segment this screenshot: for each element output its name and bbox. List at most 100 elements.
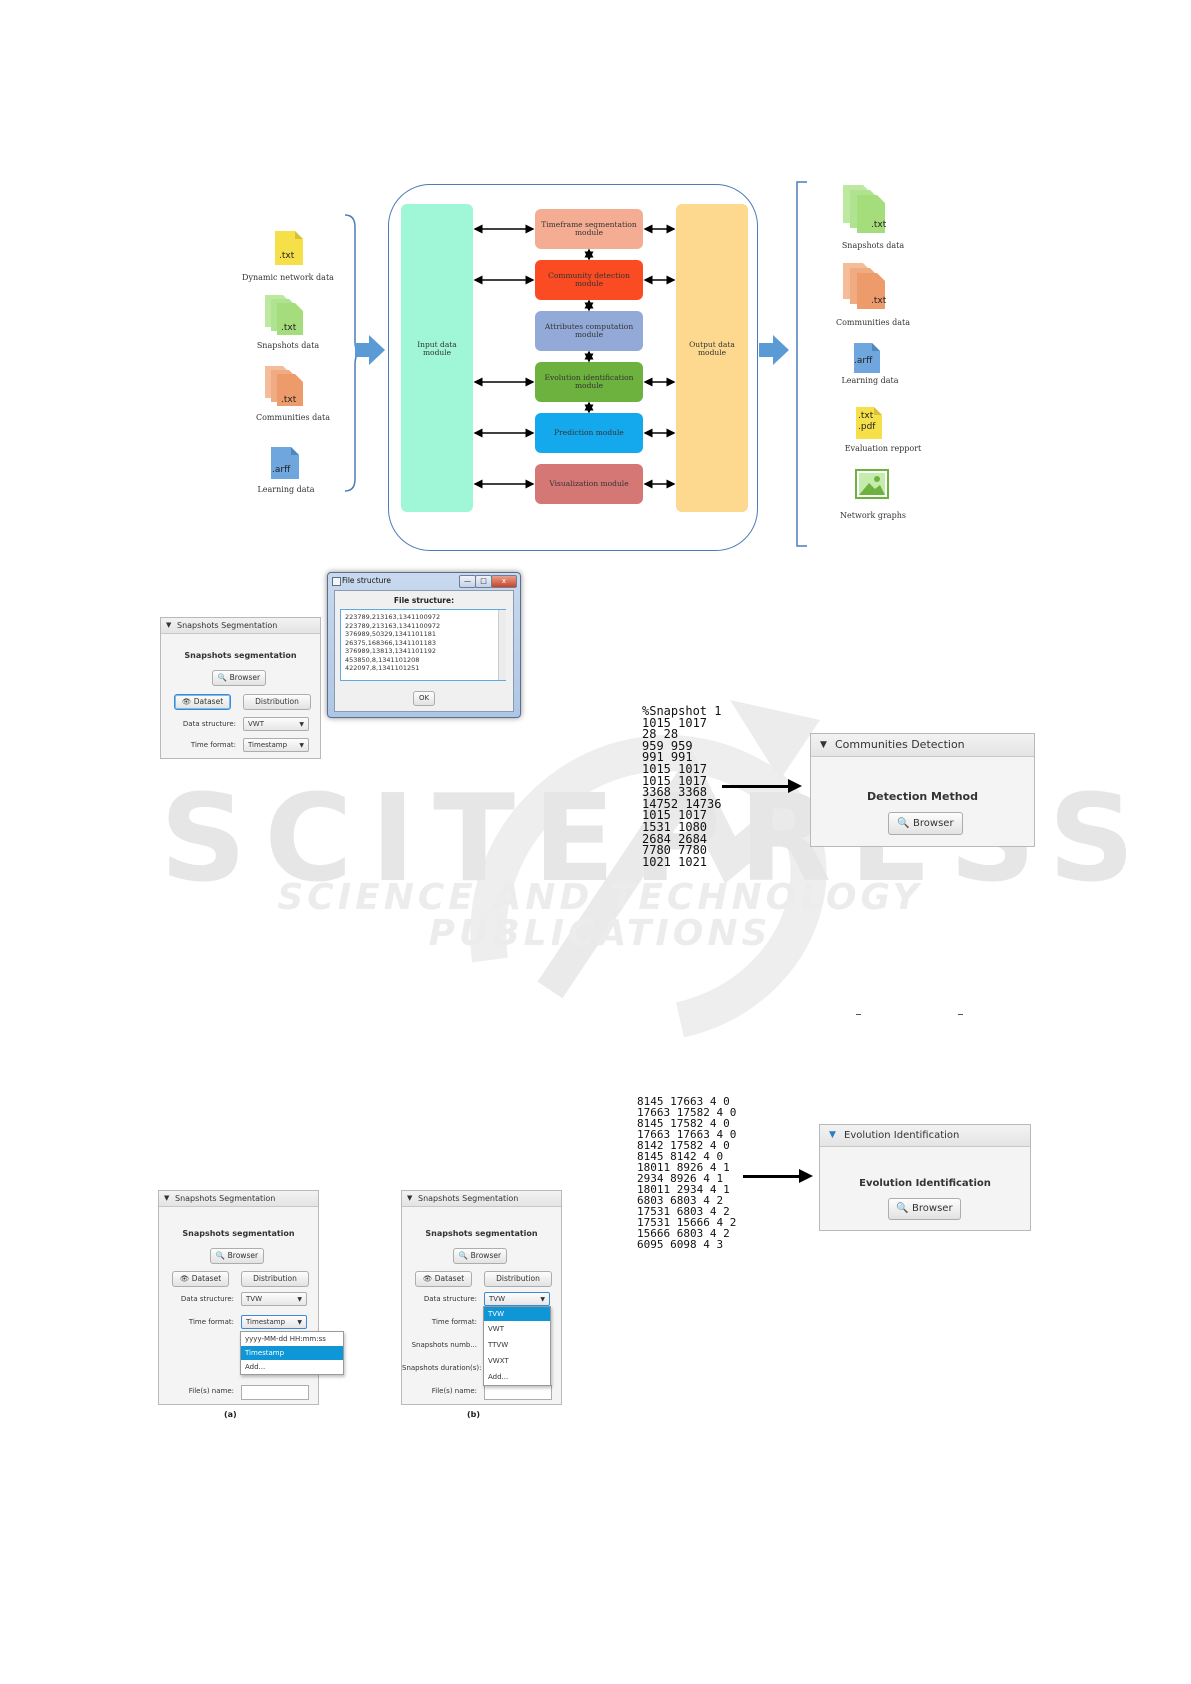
image-file-icon — [855, 469, 889, 499]
file-structure-dialog: File structure — □ x File structure: 223… — [327, 572, 521, 718]
arff-file-icon — [854, 343, 880, 373]
panel-title: Snapshots segmentation — [182, 1229, 295, 1238]
ok-button[interactable]: OK — [413, 691, 435, 706]
dataset-button[interactable]: 👁 Dataset — [172, 1271, 229, 1287]
magnifier-icon: 🔍 — [897, 818, 910, 829]
visualization-module: Visualization module — [535, 464, 643, 504]
collapse-triangle-icon[interactable]: ▼ — [166, 621, 172, 629]
dataset-button[interactable]: 👁 Dataset — [415, 1271, 472, 1287]
dropdown-option[interactable]: TVW — [484, 1307, 550, 1321]
data-structure-select[interactable]: VWT▼ — [243, 717, 309, 731]
collapse-triangle-icon[interactable]: ▼ — [829, 1130, 836, 1140]
data-structure-select[interactable]: TVW▼ — [484, 1292, 550, 1306]
collapse-triangle-icon[interactable]: ▼ — [164, 1194, 170, 1202]
time-format-select[interactable]: Timestamp▼ — [243, 738, 309, 752]
output-label-3: Evaluation repport — [844, 444, 922, 453]
panel-header[interactable]: ▼ Communities Detection — [811, 734, 1034, 757]
architecture-figure: Input data module Output data module Tim… — [242, 181, 938, 557]
distribution-button[interactable]: Distribution — [241, 1271, 309, 1287]
dataset-button[interactable]: 👁 Dataset — [174, 694, 231, 710]
dropdown-option[interactable]: Timestamp — [241, 1346, 343, 1360]
evolution-panel: ▼ Evolution Identification Evolution Ide… — [819, 1124, 1031, 1231]
maximize-button[interactable]: □ — [475, 575, 492, 588]
txt-file-stack-icon — [265, 295, 303, 335]
watermark-logo — [470, 700, 827, 1038]
browse-button[interactable]: 🔍 Browser — [212, 670, 266, 686]
dropdown-option[interactable]: VWT — [488, 1325, 504, 1333]
dialog-title: File structure — [342, 576, 391, 585]
distribution-button[interactable]: Distribution — [243, 694, 311, 710]
files-name-input[interactable] — [484, 1385, 552, 1400]
snapshot-line: 3368 3368 — [642, 785, 708, 800]
file-line: 26375,168366,1341101183 — [345, 638, 436, 647]
file-structure-textarea[interactable]: 223789,213163,1341100972 223789,213163,1… — [340, 609, 506, 681]
collapse-triangle-icon[interactable]: ▼ — [820, 740, 827, 750]
file-line: 223789,213163,1341100972 — [345, 613, 441, 621]
snapshot-line: 959 959 — [642, 738, 693, 753]
data-structure-select[interactable]: TVW▼ — [241, 1292, 307, 1306]
distribution-button[interactable]: Distribution — [484, 1271, 552, 1287]
dialog-heading: File structure: — [393, 596, 455, 605]
evolution-identification-module: Evolution identification module — [535, 362, 643, 402]
browse-button[interactable]: 🔍 Browser — [888, 812, 963, 835]
txt-file-stack-icon — [265, 366, 303, 406]
panel-header[interactable]: ▼ Snapshots Segmentation — [159, 1191, 318, 1207]
evolution-line: 17531 6803 4 2 — [637, 1205, 730, 1218]
snapshots-number-label: Snapshots numb... — [411, 1341, 477, 1349]
txt-file-stack-icon — [843, 263, 885, 309]
browse-button[interactable]: 🔍 Browser — [210, 1248, 264, 1264]
dropdown-option[interactable]: TTVW — [488, 1341, 509, 1349]
dropdown-option[interactable]: Add... — [245, 1363, 266, 1371]
evolution-line: 6095 6098 4 3 — [637, 1238, 724, 1251]
magnifier-icon: 🔍 — [217, 673, 228, 682]
files-name-input[interactable] — [241, 1385, 309, 1400]
output-label-4: Network graphs — [840, 511, 906, 520]
time-format-select[interactable]: Timestamp▼ — [241, 1315, 307, 1329]
browse-button[interactable]: 🔍 Browser — [888, 1198, 961, 1220]
minimize-button[interactable]: — — [459, 575, 476, 588]
output-arrow — [759, 335, 789, 365]
browse-button[interactable]: 🔍 Browser — [453, 1248, 507, 1264]
panel-title: Evolution Identification — [859, 1178, 991, 1189]
evolution-line: 6803 6803 4 2 — [637, 1194, 724, 1207]
snapshot-line: 2684 2684 — [642, 831, 708, 846]
dropdown-option[interactable]: Add... — [488, 1373, 509, 1381]
collapse-triangle-icon[interactable]: ▼ — [407, 1194, 413, 1202]
time-format-label: Time format: — [431, 1318, 477, 1326]
data-structure-dropdown: TVW VWT TTVW VWXT Add... — [483, 1306, 551, 1386]
stray-mark — [856, 1014, 861, 1015]
evolution-line: 18011 2934 4 1 — [637, 1183, 730, 1196]
dropdown-option[interactable]: VWXT — [488, 1357, 509, 1365]
snapshot-line: 991 991 — [642, 750, 693, 765]
input-ext-3: .arff — [272, 465, 291, 475]
panel-header-label: Evolution Identification — [844, 1130, 960, 1141]
arrow-to-communities — [722, 785, 790, 788]
scrollbar[interactable] — [498, 610, 506, 680]
txt-file-icon — [275, 231, 303, 265]
data-structure-label: Data structure: — [180, 1295, 234, 1303]
snapshot-line: 1015 1017 — [642, 773, 708, 788]
input-ext-2: .txt — [281, 395, 297, 405]
panel-header[interactable]: ▼ Evolution Identification — [820, 1125, 1030, 1147]
evolution-line: 8145 17582 4 0 — [637, 1117, 730, 1130]
dropdown-option[interactable]: yyyy-MM-dd HH:mm:ss — [245, 1335, 326, 1343]
segmentation-panel: ▼ Snapshots Segmentation Snapshots segme… — [160, 617, 321, 759]
segmentation-panel-b: ▼ Snapshots Segmentation Snapshots segme… — [401, 1190, 562, 1405]
attributes-computation-module: Attributes computation module — [535, 311, 643, 351]
panel-header-label: Snapshots Segmentation — [177, 621, 278, 630]
panel-header[interactable]: ▼ Snapshots Segmentation — [161, 618, 320, 634]
evolution-line: 17663 17663 4 0 — [637, 1128, 737, 1141]
panel-header[interactable]: ▼ Snapshots Segmentation — [402, 1191, 561, 1207]
output-label-1: Communities data — [835, 318, 910, 327]
input-arrow — [355, 335, 385, 365]
magnifier-icon: 🔍 — [215, 1251, 226, 1260]
eye-icon: 👁 — [422, 1274, 433, 1283]
snapshot-line: 28 28 — [642, 727, 679, 742]
system-frame — [388, 184, 758, 551]
snapshot-line: 7780 7780 — [642, 843, 708, 858]
evolution-line: 8142 17582 4 0 — [637, 1139, 730, 1152]
close-button[interactable]: x — [491, 575, 517, 588]
file-line: 453850,8,1341101208 — [345, 655, 420, 664]
